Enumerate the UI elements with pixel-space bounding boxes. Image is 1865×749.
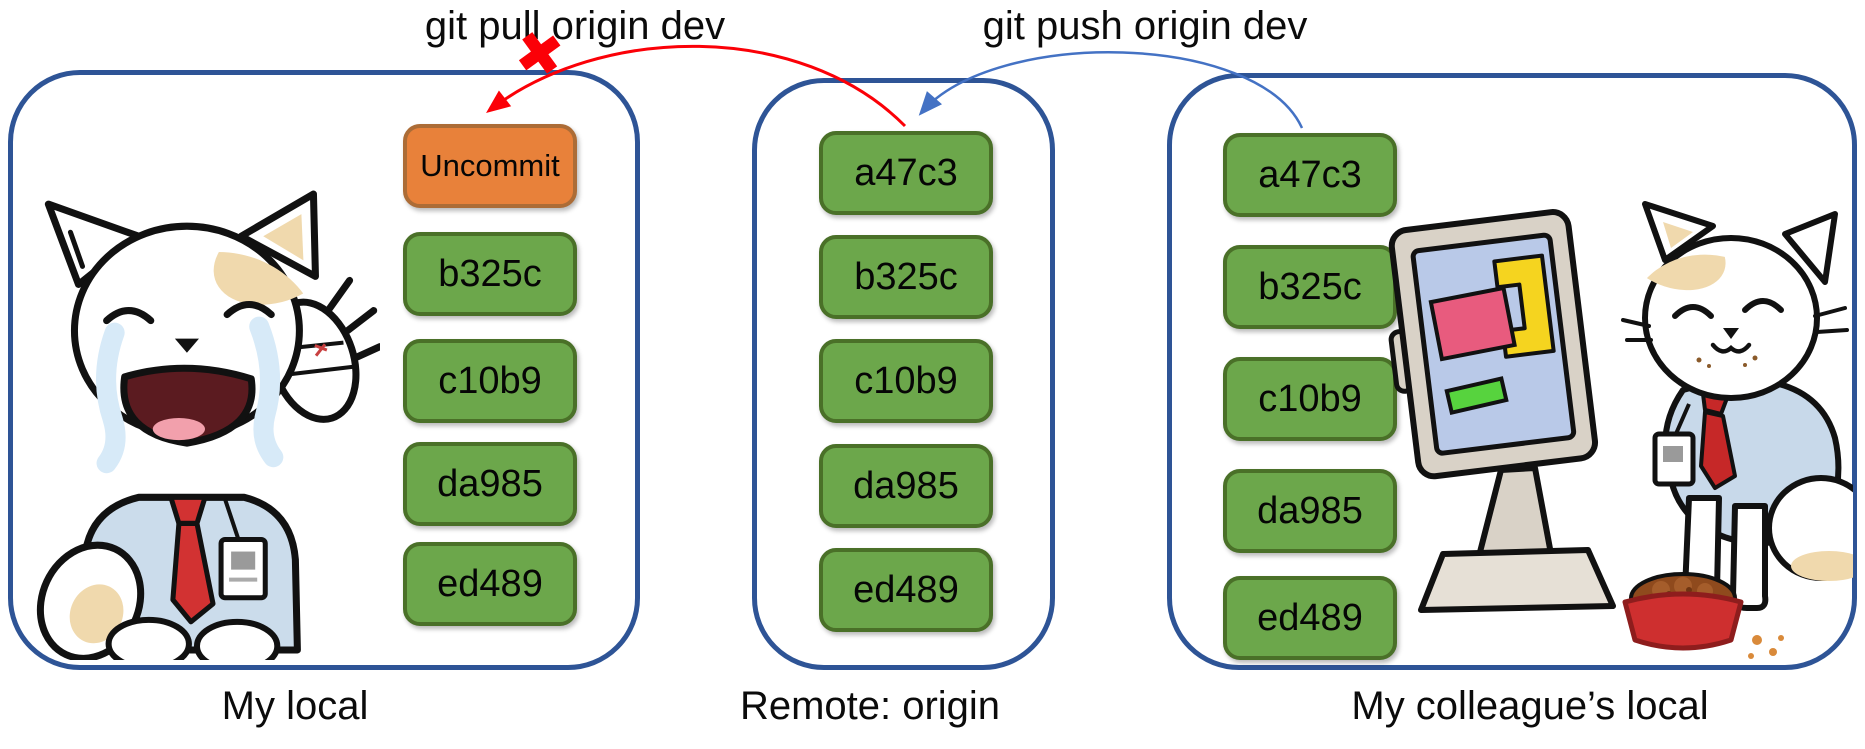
label-colleague-local: My colleague’s local bbox=[1351, 684, 1709, 728]
food-bowl-icon bbox=[1622, 572, 1784, 659]
commit-chip: b325c bbox=[1223, 245, 1397, 329]
commit-chip: da985 bbox=[1223, 469, 1397, 553]
crying-cat-illustration bbox=[28, 178, 380, 660]
commit-chip: da985 bbox=[819, 444, 993, 528]
uncommit-chip: Uncommit bbox=[403, 124, 577, 208]
commit-chip: c10b9 bbox=[819, 339, 993, 423]
computer-monitor-icon bbox=[1388, 209, 1599, 480]
label-my-local: My local bbox=[221, 684, 369, 728]
pull-failed-icon: ✖ bbox=[510, 18, 569, 91]
happy-cat-illustration bbox=[1383, 198, 1853, 666]
happy-cat-monitor-icon bbox=[1388, 201, 1853, 659]
push-command-label: git push origin dev bbox=[982, 4, 1308, 48]
commit-chip: da985 bbox=[403, 442, 577, 526]
container-my-local: Uncommit b325c c10b9 da985 ed489 bbox=[8, 70, 640, 670]
container-colleague-local: a47c3 b325c c10b9 da985 ed489 bbox=[1167, 73, 1857, 670]
label-remote-origin: Remote: origin bbox=[739, 684, 1001, 728]
commit-chip: b325c bbox=[819, 235, 993, 319]
pull-command-label: git pull origin dev bbox=[424, 4, 726, 48]
commit-chip: b325c bbox=[403, 232, 577, 316]
commit-chip: ed489 bbox=[1223, 576, 1397, 660]
commit-chip: a47c3 bbox=[1223, 133, 1397, 217]
commit-chip: ed489 bbox=[403, 542, 577, 626]
commit-chip: a47c3 bbox=[819, 131, 993, 215]
crying-cat-icon bbox=[36, 190, 380, 660]
commit-chip: c10b9 bbox=[403, 339, 577, 423]
commit-chip: ed489 bbox=[819, 548, 993, 632]
commit-chip: c10b9 bbox=[1223, 357, 1397, 441]
container-remote-origin: a47c3 b325c c10b9 da985 ed489 bbox=[752, 78, 1055, 670]
